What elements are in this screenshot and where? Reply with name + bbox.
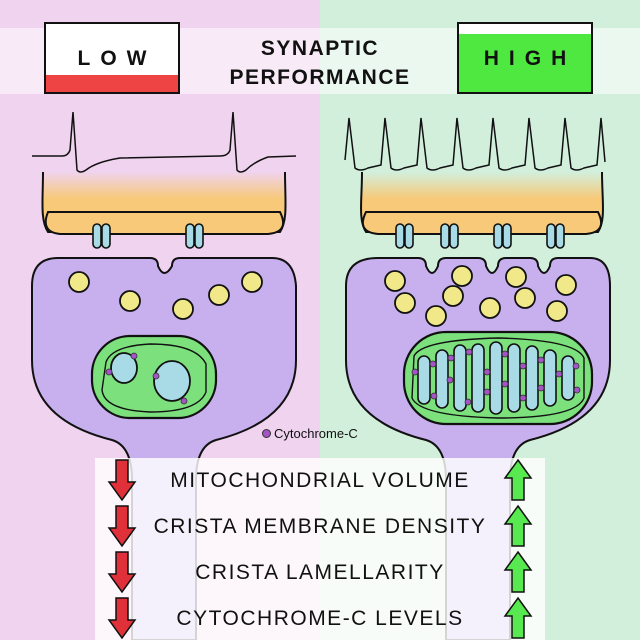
- low-meter-fill: [46, 75, 178, 92]
- high-action-potential-trace: [344, 117, 606, 171]
- metrics-panel: [95, 458, 545, 640]
- down-arrow-icon: [107, 551, 137, 594]
- high-label: HIGH: [483, 47, 577, 70]
- high-calcium-channel: [395, 223, 565, 249]
- low-cristae: [110, 352, 191, 402]
- low-cytochrome-c-dots: [105, 352, 188, 405]
- cytochrome-c-dot-icon: [262, 429, 271, 438]
- metric-label: CRISTA MEMBRANE DENSITY: [153, 515, 487, 538]
- up-arrow-icon: [503, 550, 533, 593]
- high-mitochondrion-inner-membrane: [411, 337, 585, 419]
- low-performance-meter: LOW: [44, 22, 180, 94]
- high-cytochrome-c-dots: [411, 348, 581, 406]
- high-presynaptic-membrane: [362, 211, 602, 235]
- cytochrome-c-legend: Cytochrome-C: [262, 426, 358, 441]
- metric-row: CYTOCHROME-C LEVELS: [95, 596, 545, 642]
- metric-label: CRISTA LAMELLARITY: [195, 561, 445, 584]
- title-line-1: SYNAPTIC: [260, 37, 380, 60]
- up-arrow-icon: [503, 504, 533, 547]
- high-synaptic-vesicles: [384, 265, 577, 327]
- title-line-2: PERFORMANCE: [229, 66, 411, 89]
- down-arrow-icon: [107, 459, 137, 502]
- high-performance-meter: HIGH: [457, 22, 593, 94]
- metric-row: MITOCHONDRIAL VOLUME: [95, 458, 545, 504]
- up-arrow-icon: [503, 596, 533, 639]
- high-meter-fill: [459, 34, 591, 92]
- metric-label: MITOCHONDRIAL VOLUME: [170, 469, 470, 492]
- metric-row: CRISTA MEMBRANE DENSITY: [95, 504, 545, 550]
- low-synaptic-vesicles: [68, 271, 263, 320]
- metric-row: CRISTA LAMELLARITY: [95, 550, 545, 596]
- synaptic-performance-title: SYNAPTIC PERFORMANCE: [195, 34, 445, 92]
- low-calcium-channel: [92, 223, 204, 249]
- metric-label: CYTOCHROME-C LEVELS: [176, 607, 464, 630]
- low-label: LOW: [77, 47, 157, 70]
- low-presynaptic-membrane: [44, 211, 284, 235]
- up-arrow-icon: [503, 458, 533, 501]
- high-cristae: [417, 341, 575, 415]
- low-mitochondrion-inner-membrane: [101, 343, 207, 413]
- cytochrome-c-label: Cytochrome-C: [274, 426, 358, 441]
- down-arrow-icon: [107, 597, 137, 640]
- down-arrow-icon: [107, 505, 137, 548]
- low-action-potential-trace: [32, 111, 297, 173]
